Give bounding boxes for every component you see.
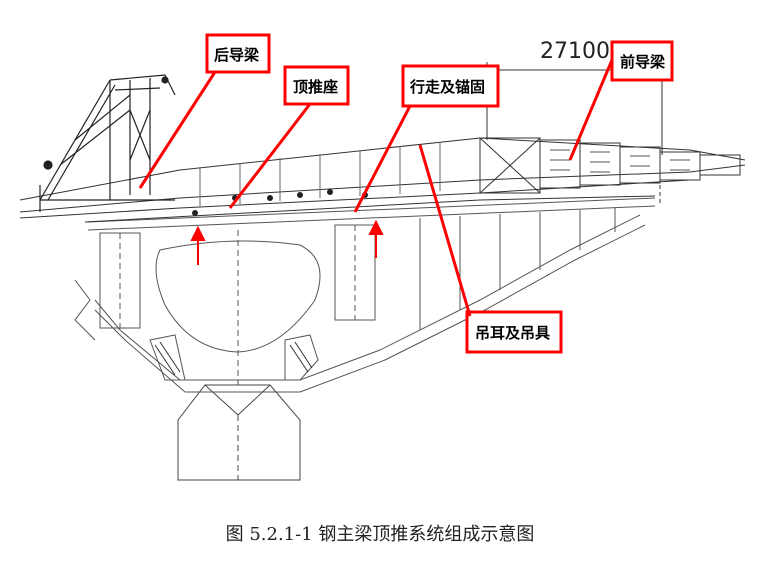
callout-front-nose: 前导梁 xyxy=(568,40,674,161)
callout-walking-anchoring: 行走及锚固 xyxy=(353,64,500,213)
figure-caption: 图 5.2.1-1 钢主梁顶推系统组成示意图 xyxy=(225,524,535,545)
dimension-label: 27100 xyxy=(540,39,610,64)
front-nose-structure xyxy=(479,137,741,205)
rear-nose-label: 后导梁 xyxy=(214,46,260,64)
jacking-arrow-left xyxy=(190,225,206,265)
jacking-seat-label: 顶推座 xyxy=(293,78,338,96)
walking-anchoring-label: 行走及锚固 xyxy=(409,78,485,96)
rear-nose-structure xyxy=(39,74,176,212)
callout-lifting-lugs: 吊耳及吊具 xyxy=(418,144,563,354)
callout-rear-nose: 后导梁 xyxy=(138,33,271,189)
lifting-lugs-label: 吊耳及吊具 xyxy=(475,324,550,342)
crossbeam xyxy=(74,197,656,393)
jacking-arrow-right xyxy=(368,219,384,258)
main-girder xyxy=(19,137,746,223)
callout-jacking-seat: 顶推座 xyxy=(228,65,350,209)
pier xyxy=(177,384,301,481)
front-nose-label: 前导梁 xyxy=(620,53,666,71)
